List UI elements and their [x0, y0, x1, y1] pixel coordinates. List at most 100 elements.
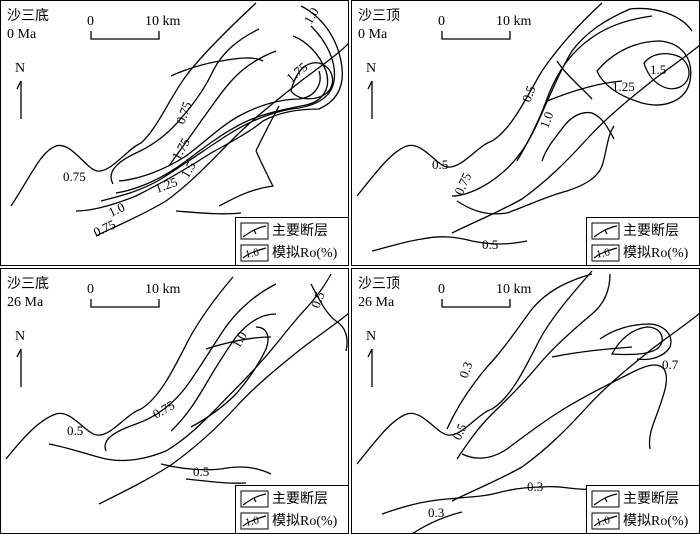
fault-line: [551, 346, 633, 358]
legend-ro-label: 模拟Ro(%): [272, 246, 338, 261]
contour-label: 0.3: [527, 479, 543, 494]
contour-label: 1.25: [153, 174, 180, 196]
contour-line: [371, 236, 528, 252]
contour-line: [610, 326, 663, 356]
contour-line: [75, 5, 343, 212]
contour-line: [310, 283, 348, 352]
legend-ro-sample: 1.0: [244, 514, 260, 529]
fault-line: [451, 44, 699, 234]
contour-line: [516, 15, 653, 162]
legend-ro-label: 模拟Ro(%): [623, 514, 689, 529]
contour-label: 1.5: [178, 159, 199, 181]
legend-fault-label: 主要断层: [623, 492, 679, 507]
contour-line: [104, 283, 277, 452]
contour-labels-group: 0.3 0.7 0.3 0.5 0.3: [428, 357, 679, 520]
contour-label: 0.5: [449, 421, 469, 442]
fault-symbol-icon: [593, 225, 618, 238]
legend-fault-label: 主要断层: [272, 492, 328, 507]
contour-line: [290, 62, 334, 100]
panel-sha3-top-0ma: 1.5 1.25 0.5 1.0 0.5 0.75 0.5 沙三顶 0 Ma 0…: [351, 0, 700, 266]
fault-symbol-icon: [242, 493, 267, 506]
contour-line: [412, 511, 463, 533]
map-canvas: 1.5 1.25 0.5 1.0 0.5 0.75 0.5: [356, 2, 699, 252]
scale-end: 10 km: [145, 14, 181, 29]
legend-ro-sample: 1.0: [244, 246, 260, 261]
legend-fault-label: 主要断层: [272, 224, 328, 239]
contour-line: [190, 326, 269, 428]
contour-line: [446, 273, 593, 430]
scale-start: 0: [438, 282, 445, 297]
legend: 1.0 主要断层 模拟Ro(%): [235, 217, 348, 265]
contour-line: [451, 7, 693, 197]
contour-labels-group: 1.0 1.75 0.75 1.75 1.5 1.25 0.75 1.0 0.7…: [63, 5, 322, 240]
map-canvas: 1.0 1.75 0.75 1.75 1.5 1.25 0.75 1.0 0.7…: [10, 2, 348, 240]
fault-line: [185, 478, 247, 484]
contour-line: [170, 57, 264, 77]
fault-symbol-icon: [242, 225, 267, 238]
fault-line: [98, 312, 348, 505]
panel-sha3-bottom-0ma: 1.0 1.75 0.75 1.75 1.5 1.25 0.75 1.0 0.7…: [0, 0, 349, 266]
contour-label: 0.7: [662, 357, 679, 372]
scale-bar: [441, 299, 511, 308]
age-label: 0 Ma: [358, 27, 388, 42]
contour-line: [596, 40, 692, 106]
fault-line: [95, 43, 348, 237]
contour-label: 1.25: [612, 79, 635, 94]
layer-label: 沙三顶: [358, 9, 400, 24]
legend: 1.0 主要断层 模拟Ro(%): [235, 485, 348, 533]
scale-bar: [90, 31, 160, 40]
contour-label: 1.0: [301, 5, 322, 27]
contour-label: 1.0: [229, 329, 250, 351]
legend-ro-label: 模拟Ro(%): [623, 246, 689, 261]
contour-label: 0.75: [451, 170, 474, 197]
map-canvas: 0.5 1.0 0.75 0.5 0.5: [5, 273, 348, 505]
scale-start: 0: [87, 14, 94, 29]
contour-label: 0.5: [482, 237, 498, 252]
contour-symbol-icon: [242, 515, 267, 527]
map-canvas: 0.3 0.7 0.3 0.5 0.3: [356, 270, 699, 533]
north-label: N: [15, 61, 26, 76]
fault-line: [546, 80, 623, 102]
contour-label: 0.5: [519, 84, 539, 104]
north-label: N: [366, 61, 377, 76]
contour-line: [456, 125, 615, 215]
contour-line: [599, 323, 672, 361]
contour-line: [110, 28, 260, 185]
legend-ro-sample: 1.0: [595, 246, 611, 261]
fault-symbol-icon: [593, 493, 618, 506]
contour-label: 0.5: [67, 423, 83, 438]
contour-label: 0.5: [432, 157, 448, 172]
scale-start: 0: [87, 282, 94, 297]
contour-line: [255, 105, 280, 152]
contour-line: [168, 50, 277, 167]
layer-label: 沙三顶: [358, 277, 400, 292]
scale-start: 0: [438, 14, 445, 29]
contour-label: 0.5: [308, 290, 328, 310]
scale-bar: [90, 299, 160, 308]
contour-label: 1.75: [283, 59, 310, 85]
fault-line: [10, 2, 257, 207]
fault-line: [356, 2, 603, 197]
contour-line: [115, 35, 329, 194]
contour-label: 1.5: [650, 62, 666, 77]
age-label: 0 Ma: [7, 27, 37, 42]
contour-label: 0.5: [193, 464, 209, 479]
contour-line: [456, 273, 611, 460]
contour-line: [541, 111, 615, 162]
contour-label: 1.0: [106, 199, 127, 219]
contour-line: [170, 313, 277, 432]
north-label: N: [366, 329, 377, 344]
legend-ro-sample: 1.0: [595, 514, 611, 529]
contour-line: [160, 463, 272, 475]
fault-line: [356, 270, 593, 465]
layer-label: 沙三底: [7, 277, 49, 292]
contour-symbol-icon: [593, 247, 618, 259]
north-label: N: [15, 329, 26, 344]
panel-sha3-bottom-26ma: 0.5 1.0 0.75 0.5 0.5 沙三底 26 Ma 0 10 km N…: [0, 268, 349, 534]
legend: 1.0 主要断层 模拟Ro(%): [586, 217, 699, 265]
layer-label: 沙三底: [7, 9, 49, 24]
scale-bar: [441, 31, 511, 40]
fault-line: [175, 210, 242, 215]
fault-line: [556, 60, 593, 100]
age-label: 26 Ma: [358, 295, 395, 310]
